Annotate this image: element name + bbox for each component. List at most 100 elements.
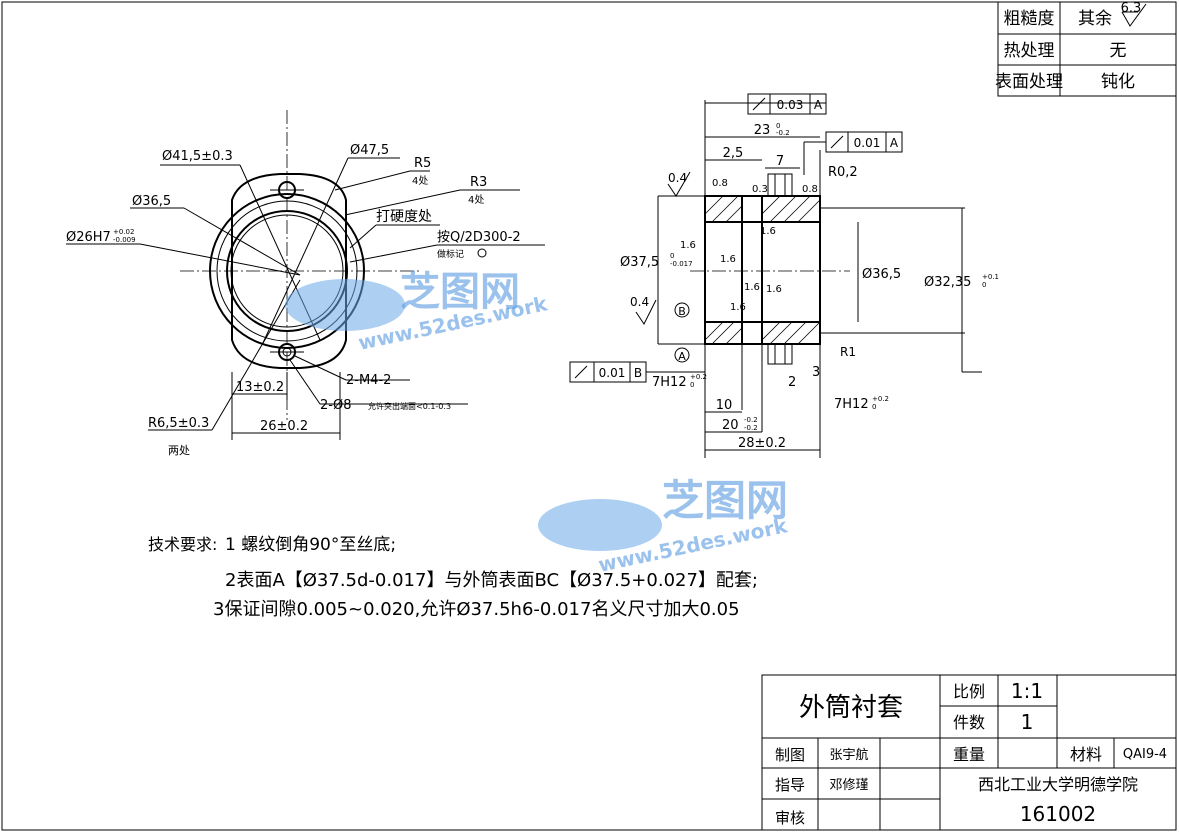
scale-label: 比例 bbox=[953, 682, 985, 701]
runout-arrow-icon bbox=[574, 365, 588, 379]
dim-d26: Ø26H7 bbox=[66, 230, 111, 245]
roughness-16-c: 1.6 bbox=[760, 226, 776, 237]
dim-l23-tol-low: -0.2 bbox=[776, 129, 790, 137]
dim-7h12-left-tol: +0.2 bbox=[690, 373, 707, 381]
school-name: 西北工业大学明德学院 bbox=[978, 775, 1138, 794]
guide-label: 指导 bbox=[775, 776, 805, 794]
note-1: 1 螺纹倒角90°至丝底; bbox=[225, 535, 396, 555]
datum-a-marker: A bbox=[674, 347, 690, 363]
dim-r65: R6,5±0.3 bbox=[148, 416, 209, 431]
dim-l2: 2 bbox=[788, 375, 796, 390]
drawn-label: 制图 bbox=[775, 746, 805, 764]
dim-d3235-tol-up: +0.1 bbox=[982, 273, 999, 281]
dim-7h12-right: 7H12 bbox=[834, 397, 869, 412]
roughness-symbol-icon bbox=[635, 299, 657, 325]
roughness-16-e: 1.6 bbox=[766, 284, 782, 295]
roughness-16-d: 1.6 bbox=[730, 302, 746, 313]
dim-l7: 7 bbox=[776, 154, 784, 169]
roughness-04-mid: 0.4 bbox=[630, 295, 649, 309]
dim-l3: 3 bbox=[812, 365, 820, 380]
dim-d47: Ø47,5 bbox=[350, 143, 389, 158]
surface-treatment-label: 表面处理 bbox=[995, 72, 1063, 92]
dim-d375-tol-low: -0.017 bbox=[670, 260, 693, 268]
section-view: 0.03 A 0.01 A 0.01 B B bbox=[569, 93, 999, 458]
runout-frame-mid: 0.01 A bbox=[825, 131, 903, 153]
roughness-16-b: 1.6 bbox=[720, 254, 736, 265]
section-hatching bbox=[704, 195, 821, 345]
dim-w13: 13±0.2 bbox=[236, 380, 284, 395]
roughness-16-a: 1.6 bbox=[680, 240, 696, 251]
runout-arrow-icon bbox=[830, 135, 844, 149]
dim-d3235-tol-low: 0 bbox=[982, 281, 986, 289]
dim-d8: 2-Ø8 bbox=[320, 398, 351, 413]
runout-bottom-value: 0.01 bbox=[599, 366, 626, 380]
note-3: 3保证间隙0.005~0.020,允许Ø37.5h6-0.017名义尺寸加大0.… bbox=[213, 599, 740, 620]
runout-mid-ref: A bbox=[890, 136, 899, 150]
weight-label: 重量 bbox=[953, 745, 985, 764]
dim-r02: R0,2 bbox=[828, 165, 858, 180]
front-view: Ø41,5±0.3 Ø47,5 R5 4处 R3 4处 Ø36,5 Ø26H7 … bbox=[66, 110, 545, 457]
dim-l20-tol-low: -0.2 bbox=[744, 424, 758, 432]
datum-b: B bbox=[678, 305, 686, 318]
notes-heading: 技术要求: bbox=[148, 535, 217, 554]
surface-treatment-value: 钝化 bbox=[1101, 72, 1135, 92]
dim-r3-note: 4处 bbox=[468, 194, 484, 206]
watermark-1: 芝图网 www.52des.work bbox=[285, 269, 550, 355]
standard-code: 按Q/2D300-2 bbox=[437, 230, 521, 245]
datum-b-marker: B bbox=[674, 302, 690, 318]
watermark-brand: 芝图网 bbox=[400, 269, 520, 315]
runout-bottom-ref: B bbox=[634, 366, 642, 380]
part-name: 外筒衬套 bbox=[799, 693, 903, 723]
qty-label: 件数 bbox=[953, 713, 985, 732]
dim-r3: R3 bbox=[470, 175, 487, 190]
marking-circle-icon bbox=[477, 248, 487, 258]
material-value: QAI9-4 bbox=[1123, 747, 1167, 762]
dim-d365-section: Ø36,5 bbox=[862, 267, 901, 282]
dim-w26: 26±0.2 bbox=[260, 419, 308, 434]
dim-d375: Ø37,5 bbox=[620, 255, 659, 270]
dim-l20-tol-up: -0.2 bbox=[744, 416, 758, 424]
dim-d8-note: 允许突出端面<0.1-0.3 bbox=[368, 401, 451, 411]
marking-note: 做标记 bbox=[437, 248, 464, 260]
roughness-04-top: 0.4 bbox=[668, 171, 687, 185]
dim-d375-tol-up: 0 bbox=[670, 252, 674, 260]
runout-arrow-icon bbox=[752, 97, 766, 111]
dim-7h12-left: 7H12 bbox=[652, 375, 687, 390]
dim-r5-note: 4处 bbox=[412, 175, 428, 187]
heat-treatment-label: 热处理 bbox=[1004, 41, 1055, 61]
roughness-symbol-icon: 6.3 bbox=[1121, 1, 1147, 27]
roughness-16-f: 1.6 bbox=[744, 282, 760, 293]
dim-m4: 2-M4-2 bbox=[346, 373, 391, 388]
datum-a: A bbox=[678, 350, 686, 363]
dim-l23-tol-up: 0 bbox=[776, 122, 780, 130]
dim-d26-tol-low: -0.009 bbox=[113, 236, 136, 244]
roughness-grade: 6.3 bbox=[1121, 1, 1142, 16]
title-block: 外筒衬套 比例 1:1 件数 1 制图 张宇航 重量 材料 QAI9-4 指导 … bbox=[761, 674, 1177, 831]
review-label: 审核 bbox=[775, 809, 805, 827]
dim-d41: Ø41,5±0.3 bbox=[162, 149, 233, 164]
dim-l25: 2,5 bbox=[723, 146, 744, 161]
drawn-by: 张宇航 bbox=[829, 747, 868, 763]
watermark-2: 芝图网 www.52des.work bbox=[538, 476, 790, 577]
dim-7h12-left-tol0: 0 bbox=[690, 381, 694, 389]
dim-7h12-right-tol: +0.2 bbox=[872, 395, 889, 403]
dim-l10: 10 bbox=[716, 398, 733, 413]
hardness-point: 打硬度处 bbox=[376, 208, 432, 225]
qty-value: 1 bbox=[1021, 710, 1034, 734]
dim-d26-tol-up: +0.02 bbox=[113, 228, 134, 236]
runout-top-ref: A bbox=[814, 98, 823, 112]
dim-chamfer-03: 0.3 bbox=[752, 184, 768, 195]
runout-mid-value: 0.01 bbox=[854, 136, 881, 150]
dim-l20: 20 bbox=[722, 418, 739, 433]
runout-frame-bottom: 0.01 B bbox=[569, 361, 647, 383]
dim-d365: Ø36,5 bbox=[132, 194, 171, 209]
dim-r5: R5 bbox=[414, 156, 431, 171]
material-label: 材料 bbox=[1070, 745, 1102, 764]
dim-chamfer-08-right: 0.8 bbox=[802, 184, 818, 195]
runout-top-value: 0.03 bbox=[777, 98, 804, 112]
roughness-label: 粗糙度 bbox=[1004, 9, 1055, 29]
top-right-table: 粗糙度 其余 6.3 热处理 无 表面处理 钝化 bbox=[995, 1, 1177, 97]
drawing-number: 161002 bbox=[1020, 802, 1096, 826]
